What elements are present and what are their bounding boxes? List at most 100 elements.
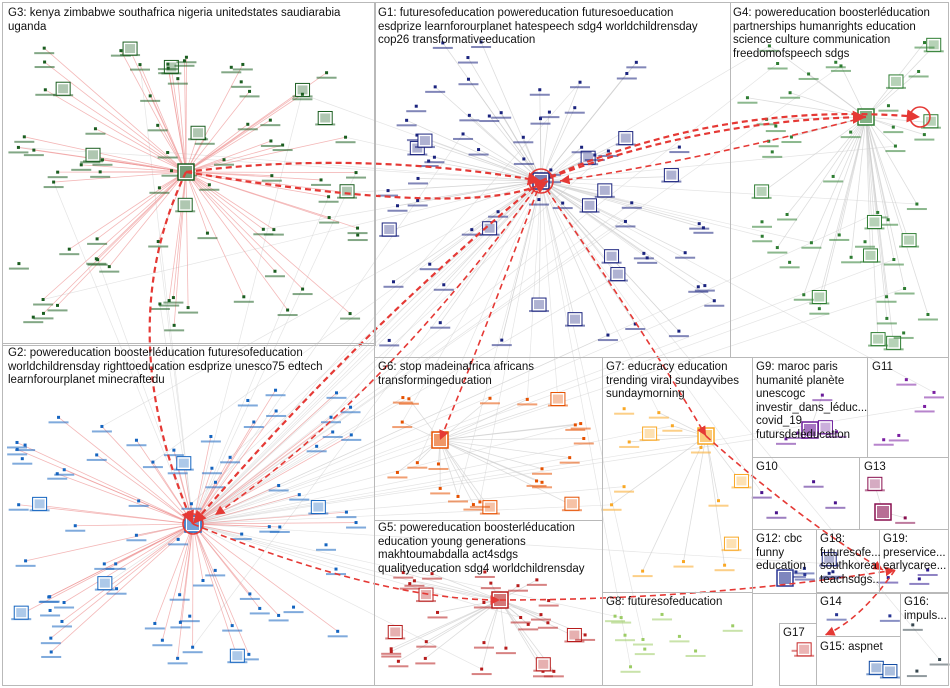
- node: [504, 646, 508, 650]
- edge: [192, 91, 303, 525]
- edge: [540, 180, 812, 244]
- edge: [865, 116, 871, 257]
- edge: [417, 180, 542, 201]
- node-label-mark: [539, 116, 560, 119]
- node: [436, 610, 440, 614]
- node: [327, 216, 331, 220]
- node: [178, 620, 182, 624]
- edge: [439, 439, 481, 503]
- node: [535, 479, 539, 483]
- node: [657, 411, 661, 415]
- node-avatar: [85, 147, 101, 162]
- node-label-mark: [751, 496, 772, 499]
- node: [166, 151, 170, 155]
- inter-group-edge: [499, 566, 896, 601]
- node-label-mark: [619, 445, 640, 448]
- node-avatar: [122, 41, 138, 56]
- node: [189, 502, 193, 506]
- node-label-mark: [47, 176, 68, 179]
- node: [622, 485, 626, 489]
- node: [630, 201, 634, 205]
- node-label-mark: [694, 289, 715, 292]
- edge: [192, 421, 255, 525]
- node: [888, 614, 892, 618]
- group-label-g2: G2: powereducation boosterléducation fut…: [8, 347, 323, 386]
- edge: [168, 171, 187, 301]
- node-label-mark: [169, 598, 190, 601]
- node-avatar: [190, 125, 206, 140]
- edge: [540, 180, 686, 254]
- node-avatar: [597, 183, 613, 198]
- node: [242, 295, 246, 299]
- node-label-mark: [775, 442, 796, 445]
- node: [471, 503, 475, 507]
- node-label-mark: [205, 486, 226, 489]
- edge: [388, 180, 542, 191]
- node-label-mark: [819, 577, 840, 580]
- node: [335, 391, 339, 395]
- node-label-mark: [167, 82, 188, 85]
- node-label-mark: [322, 435, 343, 438]
- node: [274, 409, 278, 413]
- node: [834, 60, 838, 64]
- node-label-mark: [526, 583, 547, 586]
- node: [331, 430, 335, 434]
- node-label-mark: [637, 261, 658, 264]
- self-loop: [528, 168, 554, 194]
- edge: [409, 583, 501, 601]
- node: [802, 566, 806, 570]
- node: [100, 158, 104, 162]
- node-label-mark: [54, 473, 75, 476]
- node: [926, 568, 930, 572]
- node-label-mark: [47, 309, 68, 312]
- edge: [53, 171, 187, 183]
- inter-group-edge: [192, 180, 542, 525]
- node: [903, 516, 907, 520]
- node: [803, 573, 807, 577]
- node: [432, 155, 436, 159]
- node: [775, 246, 779, 250]
- node-label-mark: [94, 567, 115, 570]
- edge: [330, 180, 542, 418]
- node-label-mark: [232, 68, 253, 71]
- node-label-mark: [387, 209, 408, 212]
- node-label-mark: [140, 99, 161, 102]
- node-avatar: [733, 473, 749, 488]
- node: [396, 659, 400, 663]
- node-label-mark: [766, 516, 787, 519]
- node: [156, 123, 160, 127]
- node: [261, 227, 265, 231]
- node-label-mark: [597, 339, 618, 342]
- node-label-mark: [231, 538, 252, 541]
- edge: [192, 445, 317, 525]
- edge: [185, 171, 288, 311]
- node: [100, 424, 104, 428]
- node: [191, 645, 195, 649]
- node: [613, 614, 617, 618]
- node: [424, 640, 428, 644]
- edge: [96, 171, 187, 240]
- edge: [192, 202, 632, 525]
- node-label-mark: [826, 618, 847, 621]
- group-label-g18: G18: futuresofe... southkorea teachsdgs.…: [820, 533, 880, 586]
- node: [315, 444, 319, 448]
- node-avatar: [32, 496, 48, 511]
- edge: [120, 50, 187, 173]
- node: [274, 388, 278, 392]
- edge: [469, 115, 542, 182]
- node-label-mark: [529, 93, 550, 96]
- node-label-mark: [261, 179, 282, 182]
- node-label-mark: [260, 124, 281, 127]
- node-label-mark: [220, 461, 241, 464]
- edge: [57, 171, 187, 306]
- edge: [403, 572, 501, 601]
- node: [886, 576, 890, 580]
- node: [516, 584, 520, 588]
- node: [354, 521, 358, 525]
- group-label-g1: G1: futuresofeducation powereducation fu…: [378, 7, 698, 46]
- node: [535, 578, 539, 582]
- node-label-mark: [626, 66, 647, 69]
- node: [119, 49, 123, 53]
- node-avatar: [482, 221, 498, 236]
- node: [31, 315, 35, 319]
